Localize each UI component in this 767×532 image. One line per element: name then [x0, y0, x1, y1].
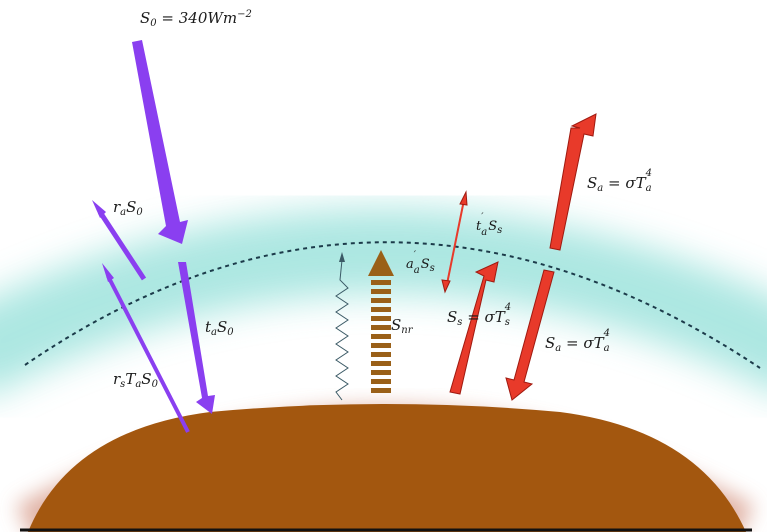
nonradiative-stripe: [371, 388, 391, 393]
solar-constant-label: S0 = 340Wm−2: [140, 9, 252, 29]
nonradiative-stripe: [371, 316, 391, 321]
wavy-radiation-head: [339, 252, 345, 262]
nonradiative-arrowhead: [368, 250, 394, 276]
nonradiative-stripe: [371, 289, 391, 294]
transmitted-solar-arrow: [178, 262, 215, 414]
longwave-exchange-head-up: [459, 190, 468, 206]
atmosphere-emission-down-arrow: [505, 269, 555, 401]
reflected-atmosphere-label: raS0: [113, 198, 143, 218]
nonradiative-stripe: [371, 334, 391, 339]
surface-emission-arrow: [449, 261, 499, 395]
longwave-exchange-arrow: [446, 199, 465, 285]
nonradiative-stripe: [371, 325, 391, 330]
transmitted-solar-label: taS0: [205, 318, 234, 338]
atmosphere-emission-up-arrow: [549, 113, 597, 251]
nonradiative-flux-label: Snr: [391, 316, 413, 336]
incoming-solar-arrow: [132, 40, 188, 244]
nonradiative-stripe: [371, 370, 391, 375]
longwave-exchange-head-down: [441, 279, 451, 294]
nonradiative-stripe: [371, 352, 391, 357]
atmosphere-band: [0, 208, 767, 390]
top-of-atmosphere-line: [24, 241, 761, 369]
nonradiative-stripe: [371, 280, 391, 285]
reflected-atmosphere-head: [92, 200, 106, 218]
earth-surface: [28, 404, 746, 532]
reflected-surface-label: rsTaS0: [113, 370, 158, 390]
nonradiative-flux-arrow: [368, 250, 394, 393]
nonradiative-stripe: [371, 361, 391, 366]
reflected-surface-head: [102, 263, 114, 282]
wavy-radiation-line: [335, 259, 349, 401]
nonradiative-stripe: [371, 298, 391, 303]
nonradiative-stripe: [371, 307, 391, 312]
reflected-atmosphere-arrow: [97, 210, 147, 281]
nonradiative-stripe: [371, 379, 391, 384]
nonradiative-stripe: [371, 343, 391, 348]
reflected-surface-arrow: [106, 275, 190, 433]
